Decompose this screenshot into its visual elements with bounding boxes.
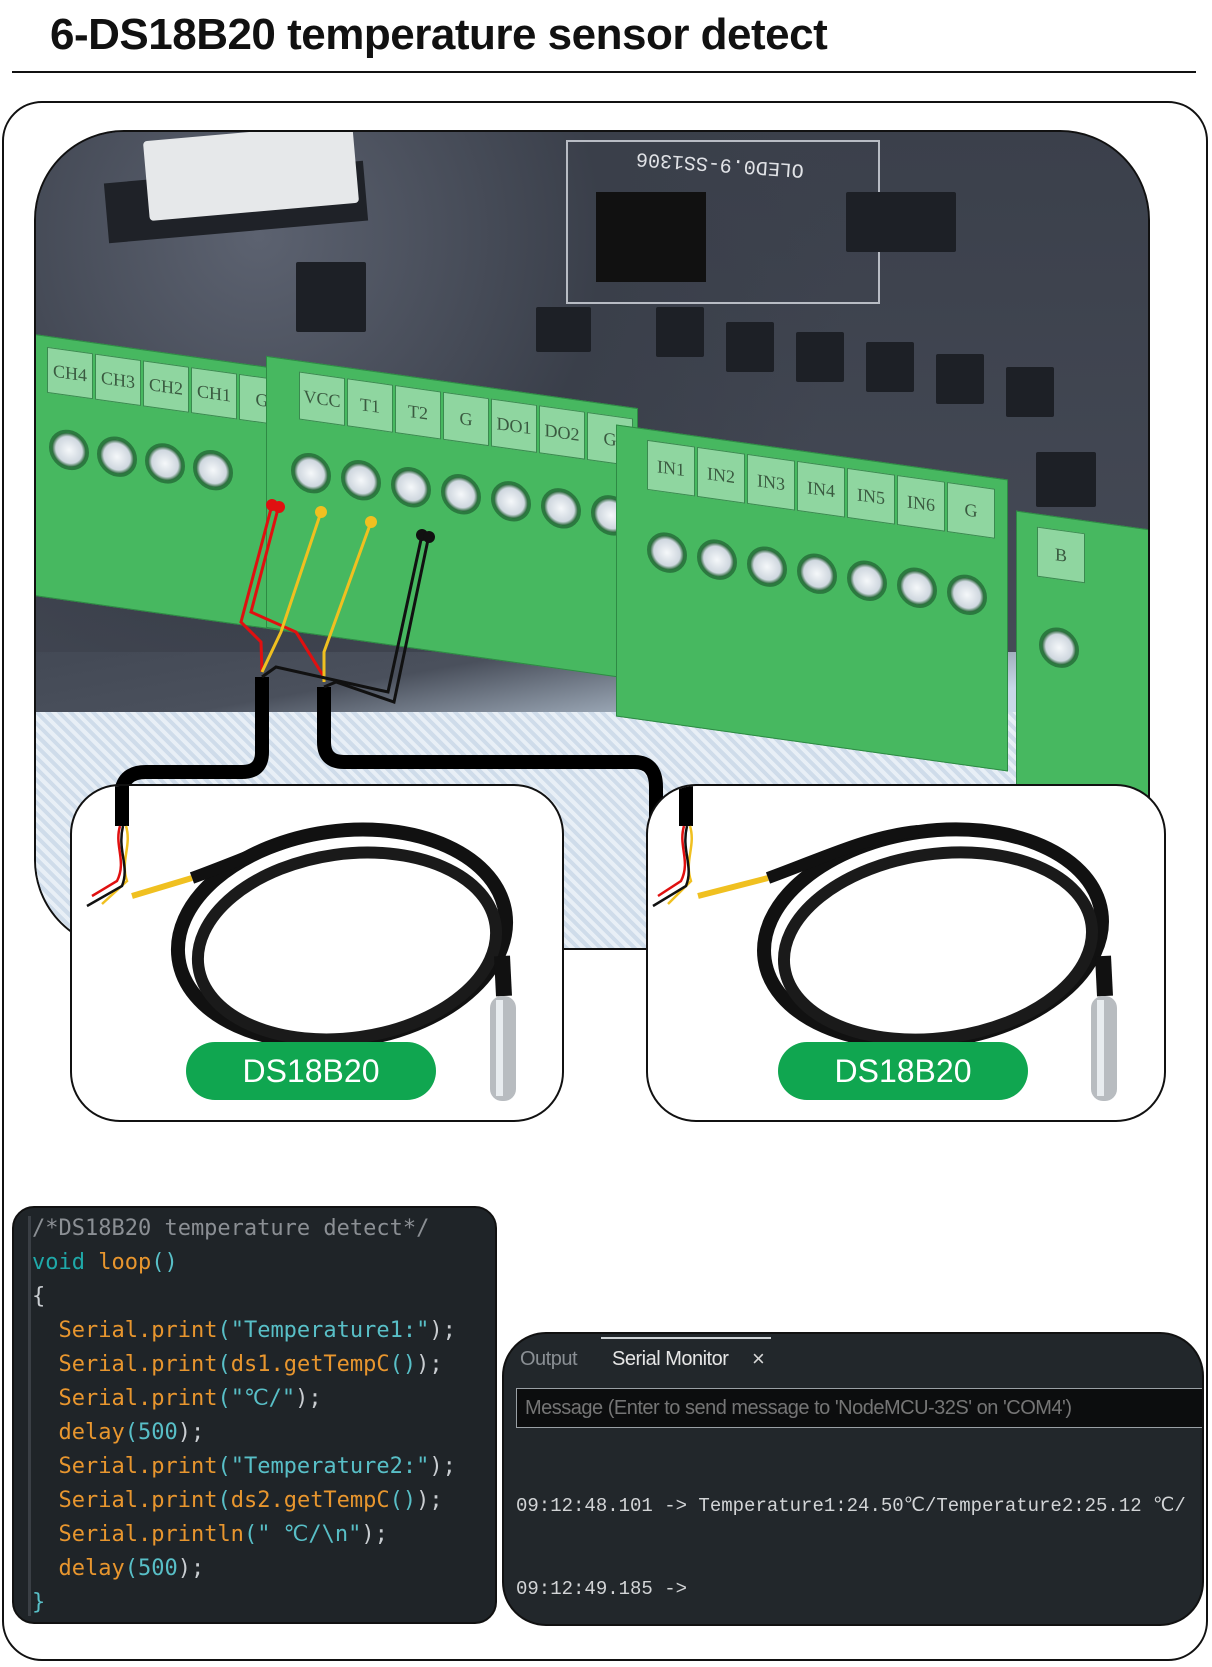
tab-serial-monitor[interactable]: Serial Monitor [612,1348,729,1370]
ds18b20-probe-image [652,786,1117,1101]
code-function: Serial.print [58,1352,218,1377]
code-punctuation: } [32,1590,46,1615]
serial-output-line: 09:12:48.101 -> Temperature1:24.50℃/Temp… [516,1495,1186,1517]
oled-header-pins [596,192,706,282]
code-gutter [28,1216,31,1616]
optocoupler [796,332,844,382]
page-title: 6-DS18B20 temperature sensor detect [50,10,828,59]
code-string: "℃/" [230,1386,296,1411]
code-line: Serial.print("Temperature1:"); [58,1318,456,1343]
code-function: Serial.print [58,1488,218,1513]
optocoupler [1006,367,1054,417]
code-function: Serial.print [58,1454,218,1479]
optocoupler [726,322,774,372]
code-comment: /*DS18B20 temperature detect*/ [32,1216,430,1241]
code-line: } [32,1586,495,1620]
code-function: Serial.print [58,1386,218,1411]
code-function: loop [98,1250,152,1275]
code-function: Serial.println [58,1522,244,1547]
code-line: Serial.println(" ℃/\n"); [58,1522,388,1547]
tab-output[interactable]: Output [520,1348,578,1370]
panel-tab-bar: Output Serial Monitor × [504,1334,1202,1378]
code-keyword: void [32,1250,85,1275]
bridge-rectifier [1036,452,1096,507]
code-punctuation: () [151,1250,178,1275]
code-string: "Temperature2:" [230,1454,430,1479]
optocoupler [866,342,914,392]
ds18b20-probe-image [86,786,516,1101]
ic-chip [296,262,366,332]
code-line: { [32,1280,495,1314]
close-icon[interactable]: × [752,1346,765,1371]
serial-monitor-panel: Output Serial Monitor × 09:12:48.101 -> … [502,1332,1204,1626]
code-line: Serial.print(ds2.getTempC()); [58,1488,443,1513]
ic-chip [846,192,956,252]
code-line: Serial.print("℃/"); [58,1386,322,1411]
code-number: 500 [137,1420,178,1445]
serial-output-log: 09:12:48.101 -> Temperature1:24.50℃/Temp… [516,1438,1186,1624]
code-editor: /*DS18B20 temperature detect*/ void loop… [12,1206,497,1624]
code-identifier: ds2 [230,1488,271,1513]
title-divider [12,71,1196,73]
code-line: delay(500); [58,1420,205,1445]
code-function: delay [58,1556,125,1581]
code-number: 500 [137,1556,178,1581]
serial-message-input[interactable] [516,1388,1202,1428]
code-line: /*DS18B20 temperature detect*/ [32,1212,495,1246]
sensor-card-1: DS18B20 [70,784,564,1122]
optocoupler [936,354,984,404]
sensor-label-badge: DS18B20 [778,1042,1028,1100]
code-line: delay(500); [58,1556,205,1581]
serial-output-line: 09:12:49.185 -> [516,1577,688,1600]
code-function: delay [58,1420,125,1445]
code-punctuation: { [32,1284,46,1309]
content-frame [2,101,1208,1661]
sensor-label-badge: DS18B20 [186,1042,436,1100]
active-tab-indicator [601,1337,771,1339]
code-function: Serial.print [58,1318,218,1343]
code-line: Serial.print("Temperature2:"); [58,1454,456,1479]
ic-chip [536,307,591,352]
sensor-card-2: DS18B20 [646,784,1166,1122]
code-function: .getTempC [270,1488,390,1513]
optocoupler [656,307,704,357]
code-line: Serial.print(ds1.getTempC()); [58,1352,443,1377]
code-string: " ℃/\n" [257,1522,362,1547]
code-identifier: ds1 [230,1352,271,1377]
code-string: "Temperature1:" [230,1318,430,1343]
code-function: .getTempC [270,1352,390,1377]
code-line: void loop() [32,1246,495,1280]
